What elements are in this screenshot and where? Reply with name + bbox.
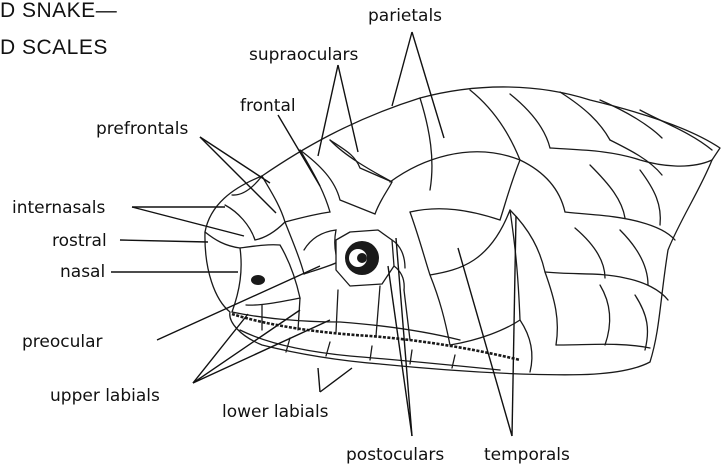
label-preocular: preocular [22, 332, 103, 352]
label-parietals: parietals [368, 6, 442, 26]
snake-head-illustration [205, 87, 720, 375]
title-line-1: D SNAKE— [0, 0, 117, 22]
label-internasals: internasals [12, 198, 106, 218]
label-supraoculars: supraoculars [249, 45, 358, 65]
pupil [357, 253, 367, 263]
label-rostral: rostral [52, 231, 107, 251]
label-temporals: temporals [484, 445, 570, 465]
title-line-2: D SCALES [0, 36, 108, 59]
label-upper-labials: upper labials [50, 386, 160, 406]
head-outline [205, 87, 720, 375]
label-lower-labials: lower labials [222, 402, 329, 422]
nostril [251, 275, 265, 285]
label-frontal: frontal [240, 96, 296, 116]
label-postoculars: postoculars [346, 445, 444, 465]
label-prefrontals: prefrontals [96, 119, 188, 139]
label-nasal: nasal [60, 262, 105, 282]
